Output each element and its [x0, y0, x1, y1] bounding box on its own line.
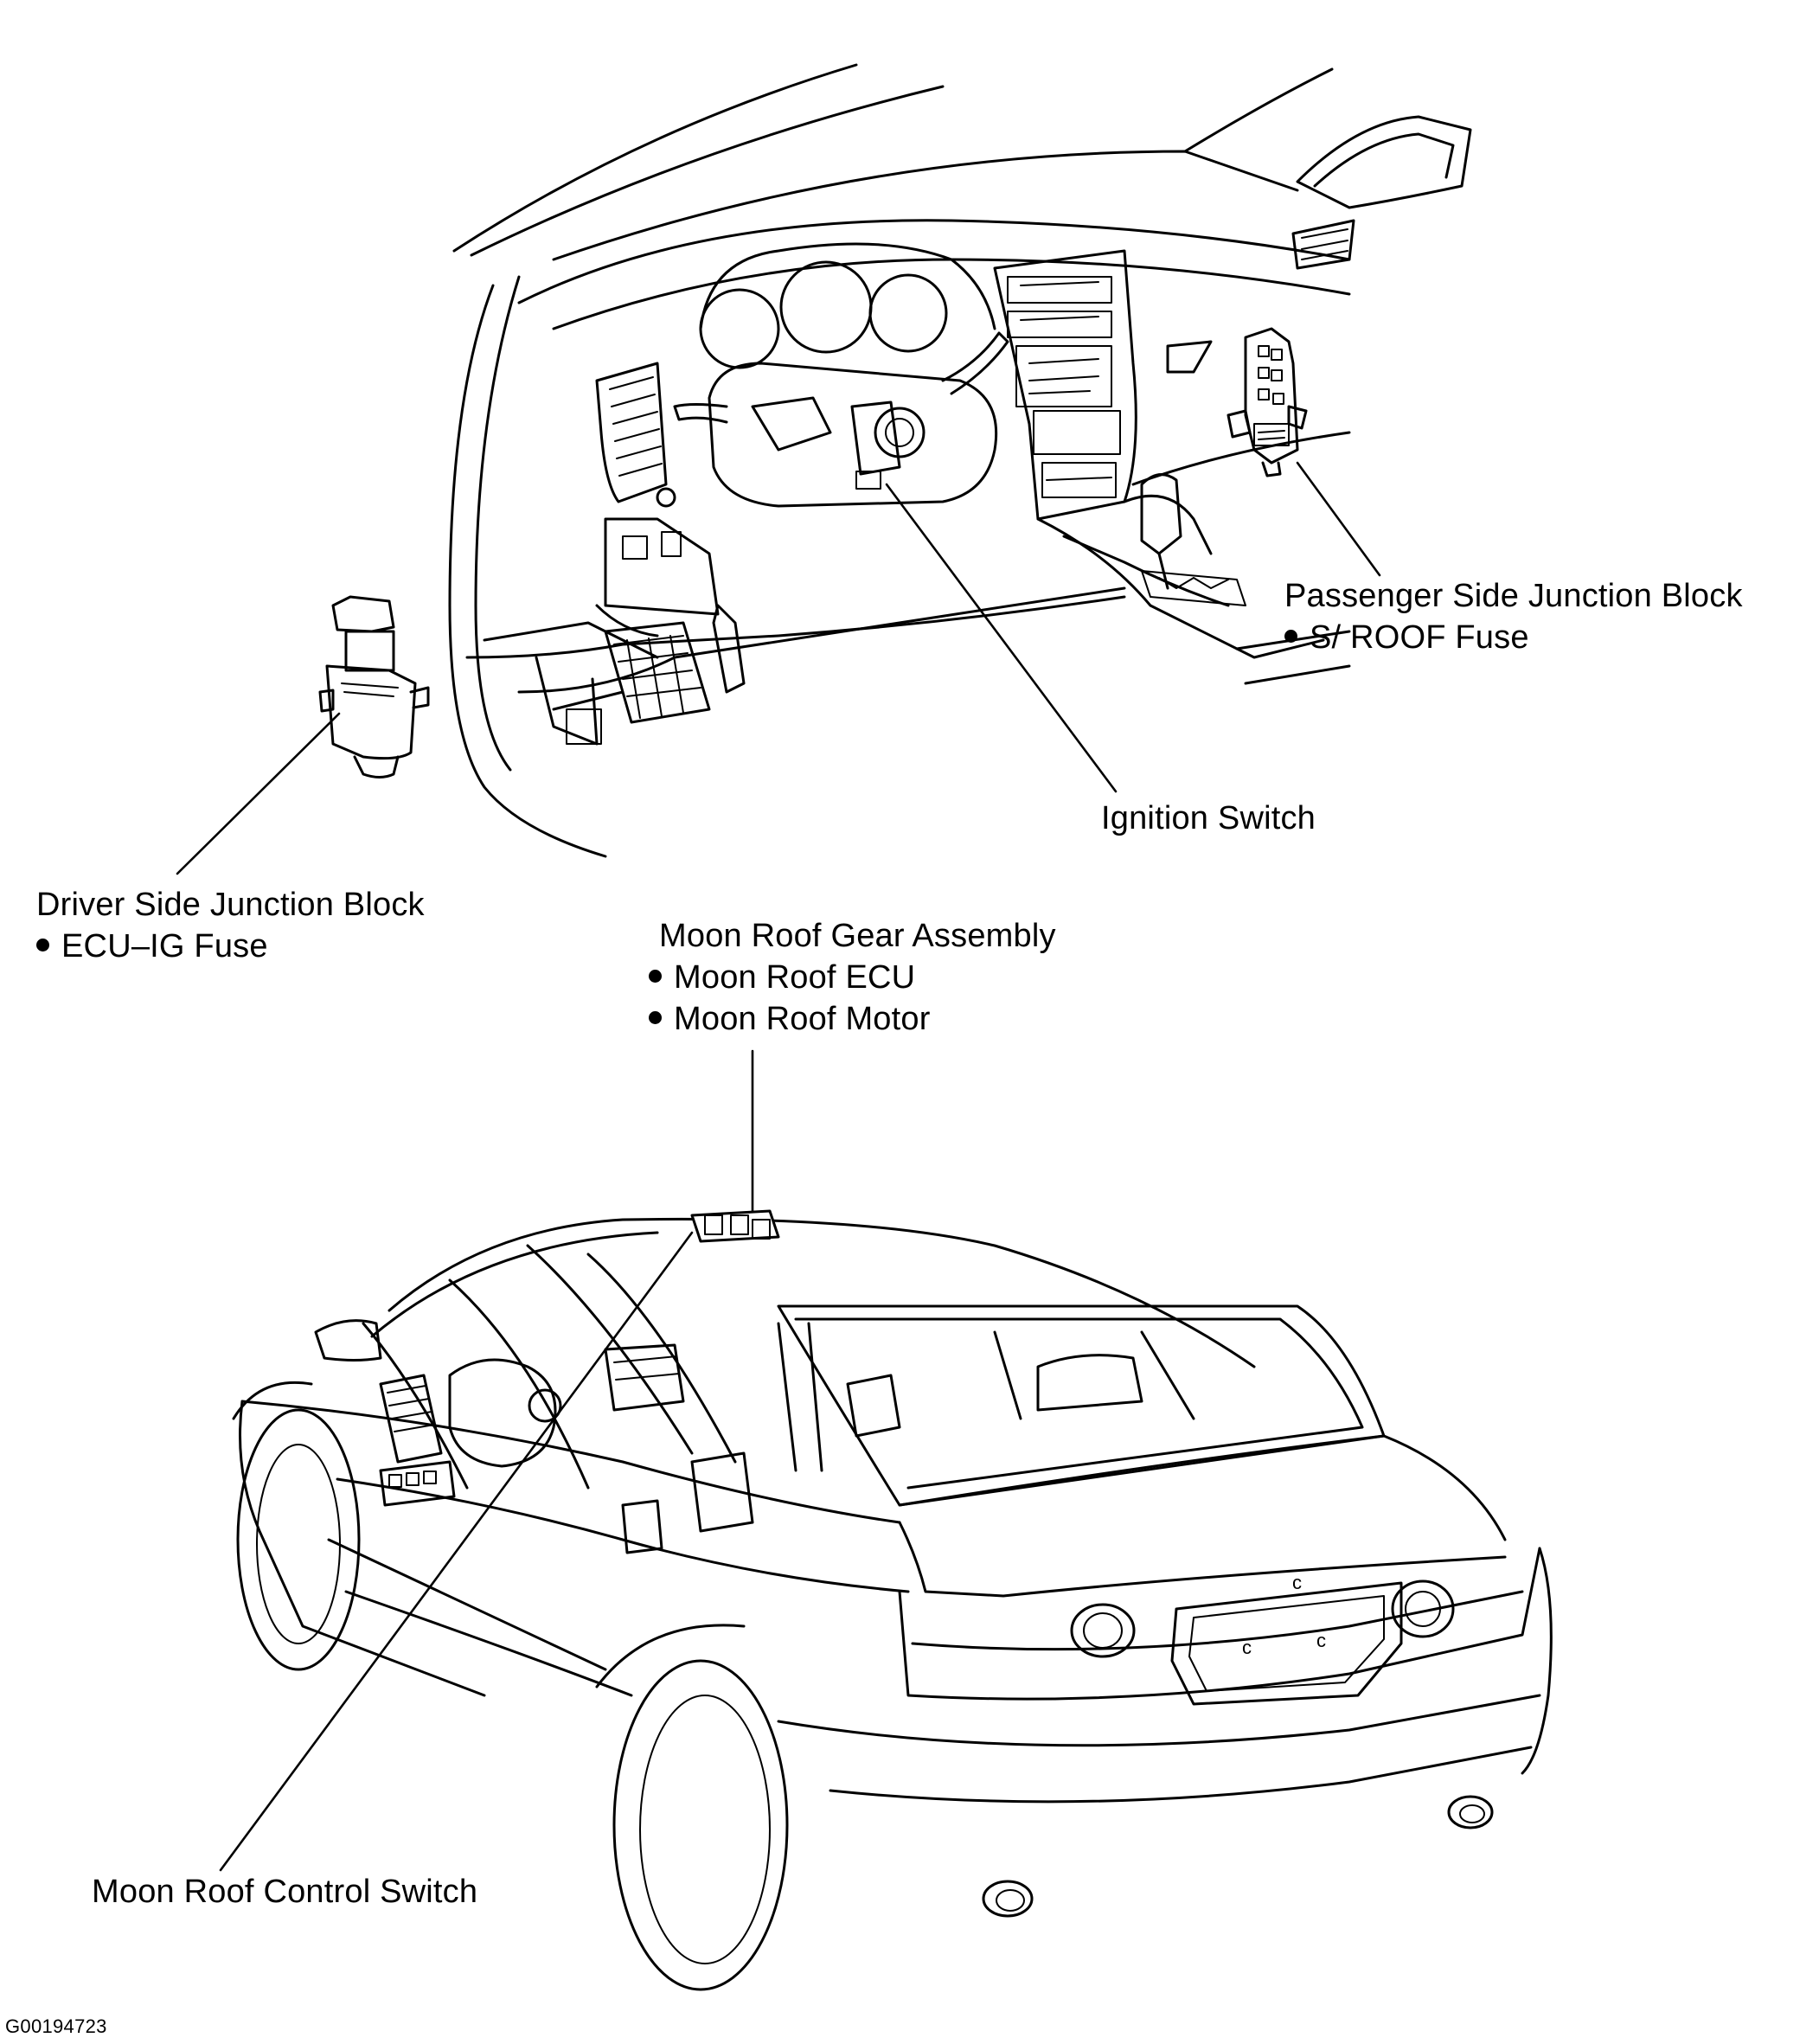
- driver-fuse-text: ECU–IG Fuse: [61, 928, 268, 964]
- plate-mark-right: c: [1316, 1630, 1327, 1651]
- ignition-switch-title: Ignition Switch: [1101, 800, 1316, 836]
- bullet-icon: [1284, 630, 1297, 644]
- passenger-junction-block-title: Passenger Side Junction Block: [1284, 578, 1743, 614]
- bullet-icon: [649, 1011, 662, 1025]
- driver-junction-block-icon: [318, 595, 430, 779]
- driver-junction-block-label: Driver Side Junction Block ECU–IG Fuse: [36, 884, 425, 967]
- gear-assembly-title: Moon Roof Gear Assembly: [659, 918, 1056, 954]
- leader-driver-block: [176, 712, 341, 875]
- leader-passenger-block: [1296, 461, 1381, 577]
- dashboard-illustration: [448, 63, 1472, 858]
- gear-assembly-label: Moon Roof Gear Assembly Moon Roof ECU Mo…: [649, 915, 1056, 1040]
- gear-assembly-motor-text: Moon Roof Motor: [674, 1001, 931, 1037]
- gear-assembly-item-ecu: Moon Roof ECU: [649, 957, 1056, 998]
- passenger-junction-block-icon: [1227, 327, 1308, 477]
- gear-assembly-ecu-text: Moon Roof ECU: [674, 959, 916, 996]
- control-switch-title: Moon Roof Control Switch: [92, 1874, 478, 1910]
- passenger-fuse-item: S/ ROOF Fuse: [1284, 617, 1743, 658]
- figure-code: G00194723: [5, 2015, 107, 2037]
- driver-fuse-item: ECU–IG Fuse: [36, 926, 425, 967]
- gear-assembly-item-motor: Moon Roof Motor: [649, 998, 1056, 1040]
- driver-junction-block-title: Driver Side Junction Block: [36, 887, 425, 923]
- bullet-icon: [649, 970, 662, 984]
- leader-ignition-switch: [885, 483, 1118, 793]
- passenger-junction-block-label: Passenger Side Junction Block S/ ROOF Fu…: [1284, 575, 1743, 658]
- passenger-fuse-text: S/ ROOF Fuse: [1310, 619, 1529, 656]
- car-illustration: [232, 1209, 1553, 1991]
- plate-mark-top: c: [1292, 1572, 1303, 1593]
- bullet-icon: [36, 939, 49, 952]
- ignition-switch-label: Ignition Switch: [1101, 798, 1316, 839]
- leader-control-switch: [219, 1231, 694, 1872]
- control-switch-label: Moon Roof Control Switch: [92, 1871, 477, 1913]
- plate-mark-left: c: [1242, 1637, 1252, 1658]
